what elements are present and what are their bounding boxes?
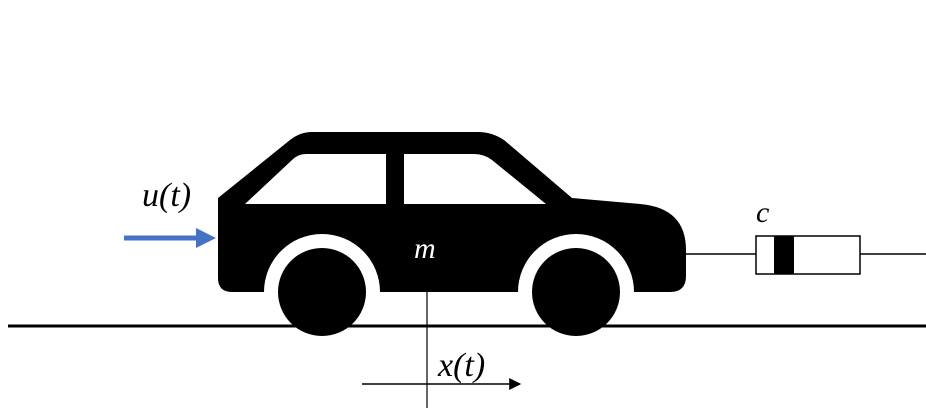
front-wheel bbox=[532, 248, 620, 336]
input-force-arrow bbox=[124, 228, 216, 248]
mass-label: m bbox=[414, 232, 436, 265]
input-force-label: u(t) bbox=[142, 177, 191, 214]
rear-window bbox=[245, 154, 386, 204]
rear-wheel bbox=[278, 248, 366, 336]
damper-label: c bbox=[756, 196, 769, 229]
damper-cylinder bbox=[755, 235, 861, 275]
displacement-label: x(t) bbox=[437, 347, 485, 384]
front-window bbox=[404, 154, 546, 204]
damper bbox=[686, 235, 926, 275]
car bbox=[218, 132, 686, 350]
damper-piston bbox=[774, 236, 794, 274]
